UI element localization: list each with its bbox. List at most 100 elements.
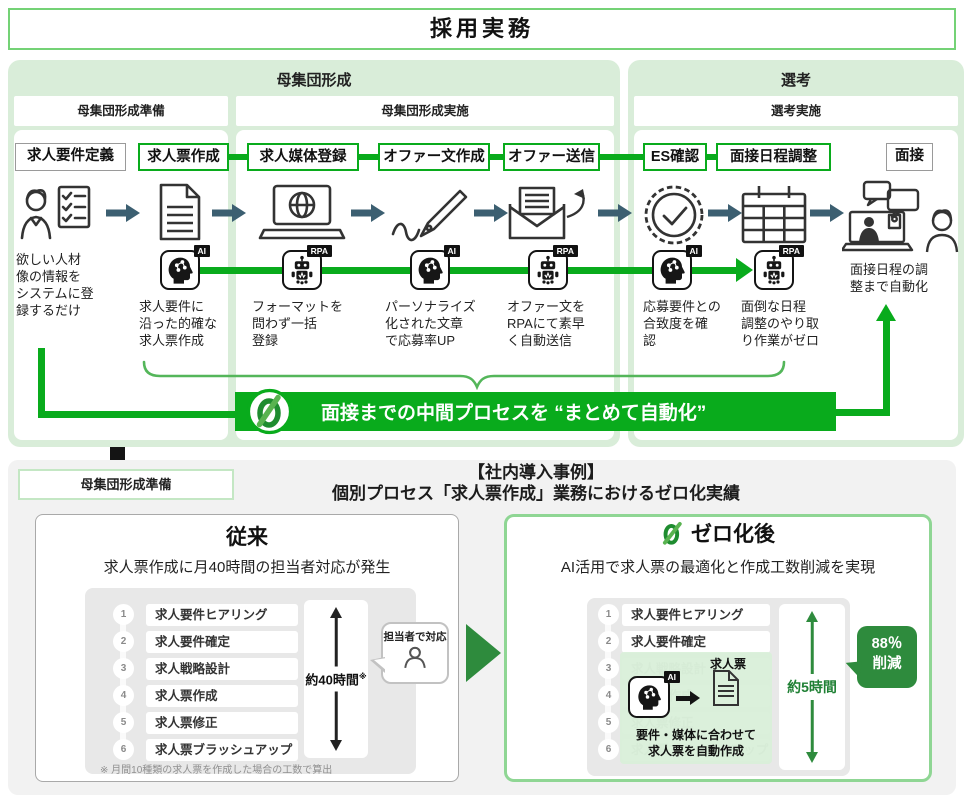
rpa-chip-icon: RPA xyxy=(528,245,578,290)
step-number: 3 xyxy=(113,658,134,679)
before-step: 求人要件ヒアリング xyxy=(146,604,298,626)
up-arrowhead-icon xyxy=(876,304,896,321)
before-duration-label: 約40時間※ xyxy=(305,666,367,692)
before-duration: 約40時間 xyxy=(305,672,359,688)
caption-offer-send: オファー文を RPAにて素早 く自動送信 xyxy=(507,299,586,348)
rpa-tag: RPA xyxy=(778,245,804,258)
ai-chip-icon: AI xyxy=(410,245,460,290)
before-step: 求人戦略設計 xyxy=(146,658,298,680)
before-footnote: ※ 月間10種類の求人票を作成した場合の工数で算出 xyxy=(100,765,333,776)
connector xyxy=(707,154,716,160)
badge-check-icon xyxy=(641,182,707,253)
banner-connector-right-h xyxy=(836,409,890,416)
connector xyxy=(229,154,247,160)
after-title-row: ゼロ化後 xyxy=(504,518,932,548)
step-define-requirements: 求人要件定義 xyxy=(15,143,126,171)
banner-connector-left-h xyxy=(38,411,235,418)
step-number: 2 xyxy=(113,631,134,652)
zero-logo-icon xyxy=(246,388,293,440)
caption-interview: 面接日程の調 整まで自動化 xyxy=(850,262,929,294)
brace-icon xyxy=(142,360,786,395)
duration-note-mark: ※ xyxy=(358,672,367,682)
step-number: 4 xyxy=(598,685,619,706)
step-register-media: 求人媒体登録 xyxy=(247,143,359,171)
document-icon xyxy=(713,670,739,706)
ai-tag: AI xyxy=(443,245,460,258)
document-icon xyxy=(157,183,203,246)
arrow-up-cap xyxy=(806,611,818,622)
before-title: 従来 xyxy=(226,526,268,549)
page-title: 採用実務 xyxy=(8,8,956,50)
video-interview-icon xyxy=(840,180,960,259)
banner-connector-right-v xyxy=(883,320,890,416)
caption-offer-text: パーソナライズ 化された文章 で応募率UP xyxy=(385,299,476,348)
case-study-tag: 母集団形成準備 xyxy=(18,469,234,500)
ai-chip-icon: AI xyxy=(628,671,680,718)
right-arrow-icon xyxy=(212,204,246,222)
step-number: 5 xyxy=(113,712,134,733)
ai-tag: AI xyxy=(663,671,680,684)
arrow-up-cap xyxy=(330,607,342,618)
step-number: 1 xyxy=(113,604,134,625)
reduction-label: 削減 xyxy=(872,655,902,672)
after-duration-label: 約5時間 xyxy=(787,674,837,700)
right-arrow-icon xyxy=(598,204,632,222)
ai-chip-icon: AI xyxy=(160,245,210,290)
overlay-text: 要件・媒体に合わせて 求人票を自動作成 xyxy=(635,727,756,758)
after-step: 求人要件ヒアリング xyxy=(622,604,770,626)
before-duration-box: 約40時間※ xyxy=(304,600,368,758)
right-arrow-icon xyxy=(708,204,742,222)
after-title: ゼロ化後 xyxy=(691,523,775,546)
right-arrow-icon xyxy=(810,204,844,222)
step-send-offer: オファー送信 xyxy=(503,143,600,171)
before-step: 求人要件確定 xyxy=(146,631,298,653)
before-step: 求人票作成 xyxy=(146,685,298,707)
before-subtitle: 求人票作成に月40時間の担当者対応が発生 xyxy=(103,559,391,576)
caption-media: フォーマットを 問わず一括 登録 xyxy=(252,299,344,348)
substrip-selection-exec: 選考実施 xyxy=(634,96,958,126)
zero-logo-icon xyxy=(662,521,682,545)
caption-define: 欲しい人材 像の情報を システムに登 録するだけ xyxy=(16,252,94,318)
right-arrow-icon xyxy=(474,204,508,222)
rpa-chip-icon: RPA xyxy=(754,245,804,290)
automation-banner: 面接までの中間プロセスを “まとめて自動化” xyxy=(235,392,836,431)
step-es-check: ES確認 xyxy=(643,143,707,171)
ai-tag: AI xyxy=(193,245,210,258)
automation-line xyxy=(182,267,738,274)
step-number: 2 xyxy=(598,631,619,652)
substrip-pool-prep: 母集団形成準備 xyxy=(14,96,228,126)
step-number: 6 xyxy=(598,739,619,760)
arrow-stem xyxy=(676,696,691,701)
right-arrow-icon xyxy=(106,204,140,222)
case-study-title-line1: 【社内導入事例】 xyxy=(468,463,604,482)
ai-chip-icon: AI xyxy=(652,245,702,290)
after-step: 求人要件確定 xyxy=(622,631,770,653)
before-step: 求人票修正 xyxy=(146,712,298,734)
reduction-percent: 88％ xyxy=(871,636,903,652)
substrip-pool-exec: 母集団形成実施 xyxy=(236,96,614,126)
calendar-icon xyxy=(739,184,809,251)
ai-tag: AI xyxy=(685,245,702,258)
step-create-posting: 求人票作成 xyxy=(138,143,229,171)
step-number: 3 xyxy=(598,658,619,679)
step-interview: 面接 xyxy=(886,143,933,171)
rpa-tag: RPA xyxy=(306,245,332,258)
person-checklist-icon xyxy=(16,184,94,249)
automation-line-arrowhead xyxy=(736,258,753,282)
step-number: 4 xyxy=(113,685,134,706)
pen-icon xyxy=(389,186,471,249)
step-schedule-interview: 面接日程調整 xyxy=(716,143,831,171)
down-arrow-icon xyxy=(110,447,125,461)
step-number: 6 xyxy=(113,739,134,760)
reduction-badge: 88％ 削減 xyxy=(843,626,917,688)
transition-arrow-icon xyxy=(466,624,501,682)
connector xyxy=(490,154,503,160)
phase-pool-title: 母集団形成 xyxy=(276,72,352,89)
ai-automation-overlay: 求人票 AI 要件・媒体に合わせて 求人票を自動作成 xyxy=(620,652,772,764)
arrow-down-cap xyxy=(806,752,818,763)
step-number: 5 xyxy=(598,712,619,733)
arrow-down-cap xyxy=(330,740,342,751)
badge-tail xyxy=(843,658,863,679)
banner-connector-left-v xyxy=(38,348,45,418)
caption-es: 応募要件との 合致度を確 認 xyxy=(643,299,721,348)
